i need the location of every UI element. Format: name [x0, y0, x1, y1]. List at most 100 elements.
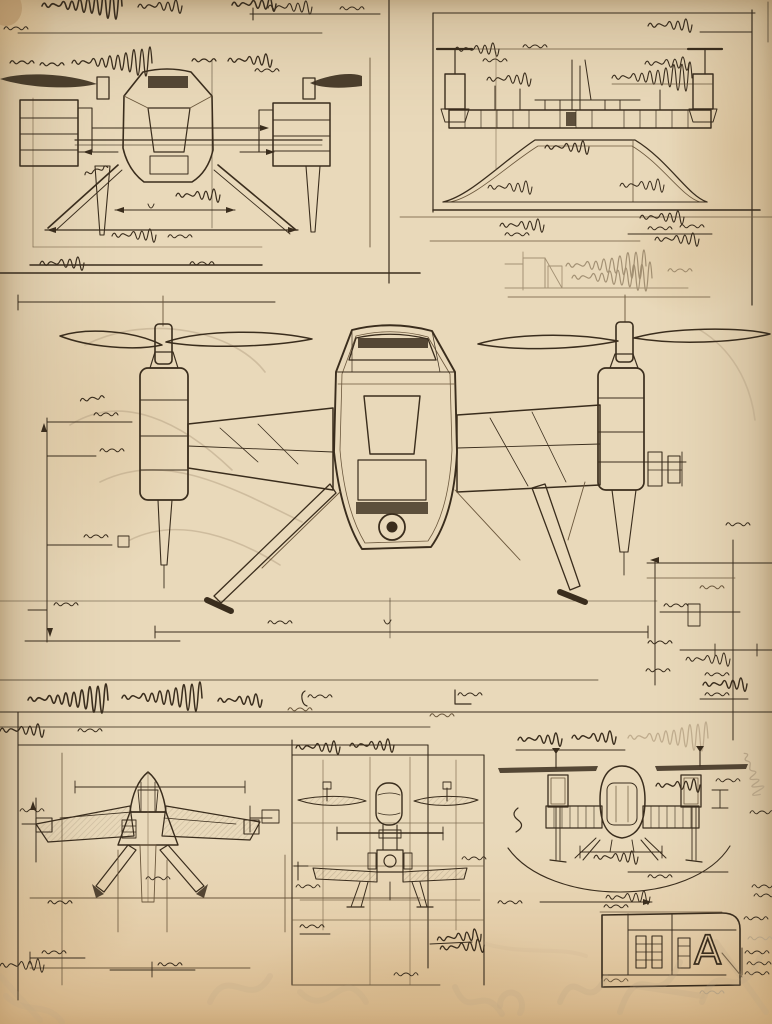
left-dimension-chain [24, 394, 181, 643]
front-study-drone [297, 781, 479, 908]
body-window [606, 782, 638, 826]
scribble-annotation [27, 683, 109, 714]
leg-right [411, 881, 428, 908]
scribble-annotation [685, 652, 731, 667]
wing-arm-left [35, 805, 135, 843]
gimbal-camera [378, 513, 406, 541]
rear-view-dimensions [497, 778, 741, 913]
leg-strut [567, 481, 586, 541]
panel-bottom-left-plan-view [0, 711, 429, 1001]
scribble-annotation [111, 228, 157, 243]
rotor-hub [442, 781, 452, 790]
side-fairing [431, 330, 456, 373]
scribble-annotation [655, 778, 701, 793]
chin-band [356, 502, 428, 514]
rotor-right [477, 294, 771, 363]
mid-right-stain [615, 193, 765, 317]
fuselage-front-view [122, 68, 214, 183]
sheet-rule-lines [0, 0, 772, 728]
bottom-center-stain [250, 923, 590, 1024]
v-strut-left [574, 837, 601, 861]
revision-letter: A [694, 928, 722, 974]
rotor-hub [96, 76, 110, 100]
gimbal-box [376, 849, 404, 873]
panel-bottom-middle-front-study [291, 738, 487, 986]
pod-leg-right [691, 806, 697, 861]
body-capsule [375, 782, 403, 826]
scribble-annotation [499, 218, 545, 233]
motor-pod-right [258, 102, 331, 233]
panel-top-left-front-elevation [0, 46, 371, 271]
landing-leg [217, 164, 297, 231]
scribble-annotation [429, 713, 455, 718]
scribble-annotation [517, 732, 563, 747]
wing-motor-right [243, 819, 260, 835]
pod-skid [157, 499, 173, 566]
datum-box [117, 535, 130, 548]
scribble-annotation [663, 603, 689, 608]
rotor-hub [154, 323, 173, 365]
bottom-right-stain [680, 930, 772, 1024]
title-block-border [601, 912, 741, 988]
landing-gear [204, 481, 588, 614]
plan-view-drone [35, 771, 261, 903]
foot-left [204, 597, 234, 614]
inspection-stamp [699, 672, 749, 700]
baseline-dimension [154, 597, 649, 639]
landing-skid [305, 165, 321, 233]
title-block-cell-bar [677, 937, 691, 969]
canopy-band [358, 338, 428, 348]
front-window [147, 107, 191, 153]
hub-cap [696, 746, 704, 752]
side-rotor-left [297, 795, 367, 806]
front-window [363, 395, 421, 455]
arm-band-right [642, 805, 700, 829]
cylinder-base [688, 108, 718, 123]
scribble-annotation [486, 72, 532, 87]
main-drone-view [24, 294, 771, 643]
side-fairing [335, 329, 353, 373]
skid-wing-left [312, 867, 378, 883]
v-strut-right [640, 837, 667, 861]
landing-leg [213, 169, 291, 235]
scribble-annotation [737, 750, 767, 798]
left-stain [0, 280, 192, 580]
scribble-annotation [0, 723, 45, 738]
corner-blot [0, 0, 22, 26]
ground-clearance-arc [507, 845, 731, 893]
rear-skid-left [95, 844, 137, 893]
scribble-annotation [504, 232, 530, 237]
rotor-hub [322, 781, 332, 790]
lower-grille [357, 459, 427, 501]
leg-strut [454, 489, 521, 561]
scribble-annotation [704, 672, 730, 677]
bottom-right-rear-elevation: A [497, 721, 772, 995]
deck-band [448, 109, 712, 129]
scribble-annotation [699, 585, 725, 590]
landing-skid [94, 165, 111, 236]
plan-dimensions [0, 780, 421, 978]
title-block: A [601, 904, 743, 988]
arm-band-left [545, 805, 603, 829]
scribble-annotation [704, 692, 730, 697]
bracket-mark [301, 690, 308, 707]
scribble-annotation [71, 46, 153, 77]
sloped-fairing [442, 139, 708, 203]
truss-arm-right [456, 404, 601, 493]
scribble-annotation [571, 730, 617, 745]
scribble-annotation [254, 68, 280, 73]
scribble-annotation [19, 808, 45, 813]
skid-foot [92, 884, 104, 898]
scribble-annotation [725, 522, 751, 527]
propeller-blade [0, 74, 97, 88]
mid-caption-band [0, 681, 483, 738]
scribble-annotation [307, 694, 333, 699]
scribble-annotation [137, 0, 183, 14]
scribble-annotation [39, 62, 65, 67]
scribble-annotation [457, 692, 483, 697]
end-cylinder-left [444, 73, 466, 110]
scribble-annotation [295, 740, 341, 755]
propeller-blade [165, 331, 313, 348]
leg-strut [261, 491, 341, 569]
